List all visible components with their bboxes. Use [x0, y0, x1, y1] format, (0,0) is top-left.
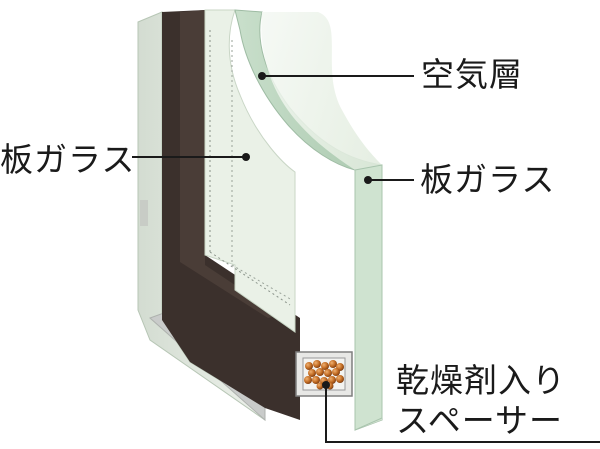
inner-glass-pane: [204, 9, 296, 333]
label-glass-left: 板ガラス: [0, 140, 136, 179]
label-glass-right: 板ガラス: [420, 160, 556, 199]
leader-spacer: [325, 385, 600, 443]
front-glass-pane: [234, 9, 383, 431]
label-spacer-line2: スペーサー: [396, 401, 564, 440]
spacer-cross-section: [295, 351, 353, 397]
leader-lines: [132, 75, 600, 443]
label-air-layer: 空気層: [421, 55, 523, 94]
leader-dots: [242, 72, 372, 389]
label-spacer-line1: 乾燥剤入り: [396, 361, 566, 400]
desiccant-beads: [304, 360, 344, 390]
